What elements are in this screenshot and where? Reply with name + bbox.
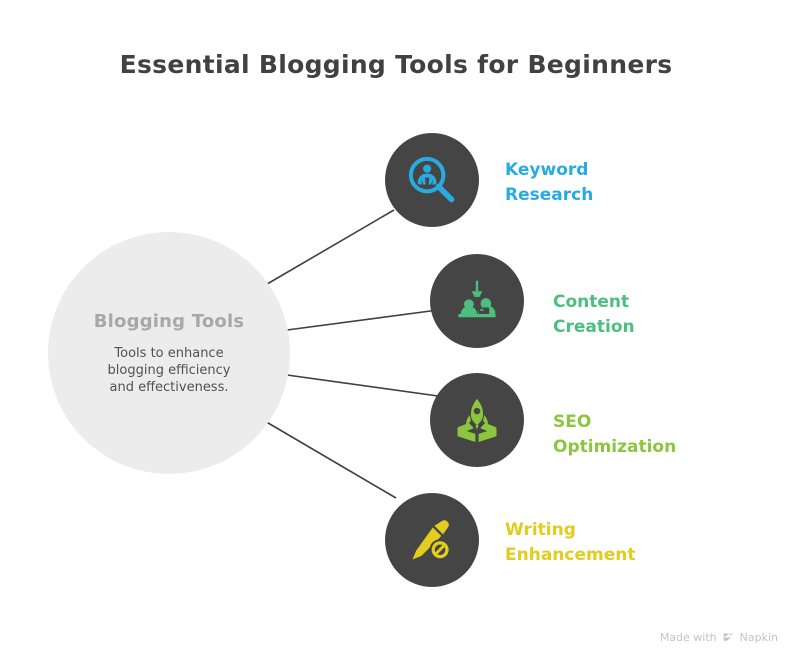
watermark: Made with Napkin: [660, 631, 778, 644]
node-label-writing-enhancement: Writing Enhancement: [505, 520, 636, 565]
hub-description: Tools to enhance blogging efficiency and…: [107, 345, 231, 395]
connector-line-1: [261, 209, 395, 288]
rocket-box-icon: [457, 398, 497, 442]
connector-line-4: [262, 419, 397, 499]
node-label-keyword-research: Keyword Research: [505, 160, 594, 205]
node-icon-circle-keyword-research[interactable]: [385, 133, 479, 227]
node-icon-circle-seo-optimization[interactable]: [430, 373, 524, 467]
watermark-prefix: Made with: [659, 631, 717, 644]
page-title: Essential Blogging Tools for Beginners: [119, 50, 673, 79]
node-label-content-creation: Content Creation: [553, 292, 635, 337]
node-icon-circle-content-creation[interactable]: [430, 254, 524, 348]
connector-line-2: [286, 309, 439, 331]
magnifier-person-icon: [408, 156, 455, 203]
node-icon-circle-writing-enhancement[interactable]: [385, 493, 479, 587]
watermark-brand: Napkin: [739, 631, 778, 644]
node-label-seo-optimization: SEO Optimization: [553, 412, 677, 457]
hub-node-blogging-tools[interactable]: Blogging Tools Tools to enhance blogging…: [48, 232, 290, 474]
pen-block-icon: [412, 520, 451, 561]
hub-title: Blogging Tools: [93, 310, 245, 332]
napkin-chevrons-icon: [723, 633, 734, 641]
people-desk-lamp-icon: [458, 280, 496, 318]
connector-line-3: [286, 374, 439, 397]
